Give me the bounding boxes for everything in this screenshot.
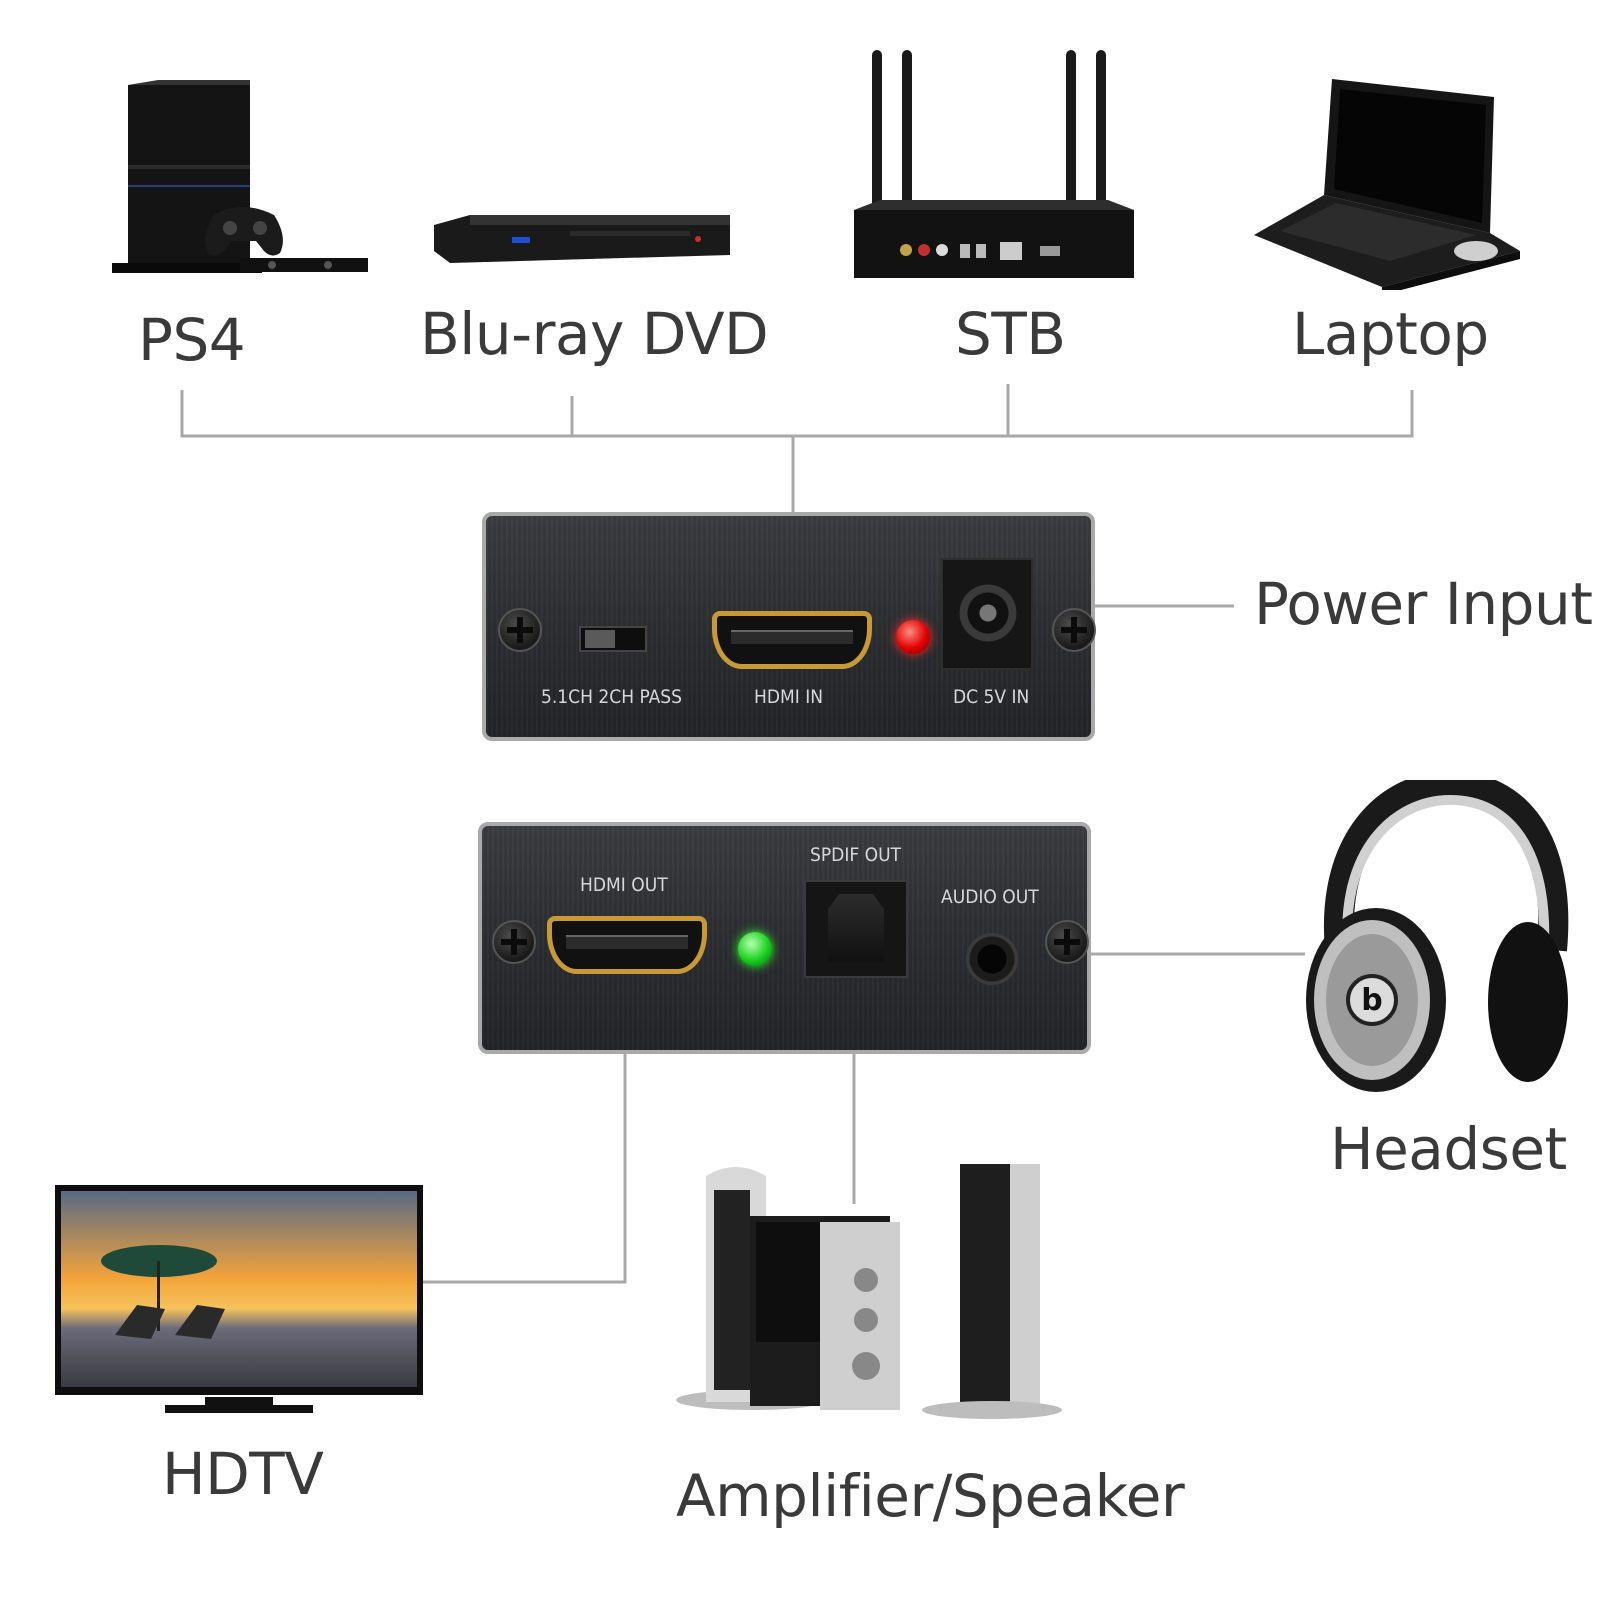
source-bus-line [180,390,1414,438]
stb-router-icon [854,50,1134,278]
hdmi-out-line [372,962,627,1284]
amplifier-label: Amplifier/Speaker [676,1462,1185,1530]
hdmi-out-port [547,916,707,974]
dc-power-jack [941,558,1033,670]
left-screw-icon [498,608,542,652]
left-screw-icon [492,920,536,964]
headset-label: Headset [1330,1115,1567,1183]
output-panel: HDMI OUT SPDIF OUT AUDIO OUT [478,822,1091,1054]
hdtv-label: HDTV [162,1440,324,1508]
switch-label: 5.1CH 2CH PASS [541,686,682,708]
dc-in-label: DC 5V IN [953,686,1030,708]
signal-led-icon [738,932,772,966]
speaker-system-icon [676,1164,1062,1419]
hdmi-in-label: HDMI IN [754,686,824,708]
audio-out-jack [966,933,1018,985]
laptop-icon [1254,79,1520,290]
hdmi-out-label: HDMI OUT [580,874,668,896]
stb-label: STB [955,300,1066,368]
audio-out-label: AUDIO OUT [941,886,1039,908]
bluray-player-icon [434,215,730,263]
spdif-out-label: SPDIF OUT [810,844,902,866]
ps4-console-icon [112,80,368,273]
ps4-label: PS4 [138,306,246,374]
hdtv-icon [55,1185,423,1413]
svg-text:b: b [1361,983,1382,1018]
right-screw-icon [1045,920,1089,964]
hdmi-in-port [712,611,872,669]
headset-icon: b [1306,780,1569,1092]
power-led-icon [896,620,930,654]
input-panel: 5.1CH 2CH PASS HDMI IN DC 5V IN [482,512,1096,741]
bluray-label: Blu-ray DVD [420,300,769,368]
right-screw-icon [1052,608,1096,652]
channel-switch[interactable] [579,626,647,652]
spdif-port [804,880,908,978]
laptop-label: Laptop [1292,300,1489,368]
power-input-label: Power Input [1254,570,1593,638]
